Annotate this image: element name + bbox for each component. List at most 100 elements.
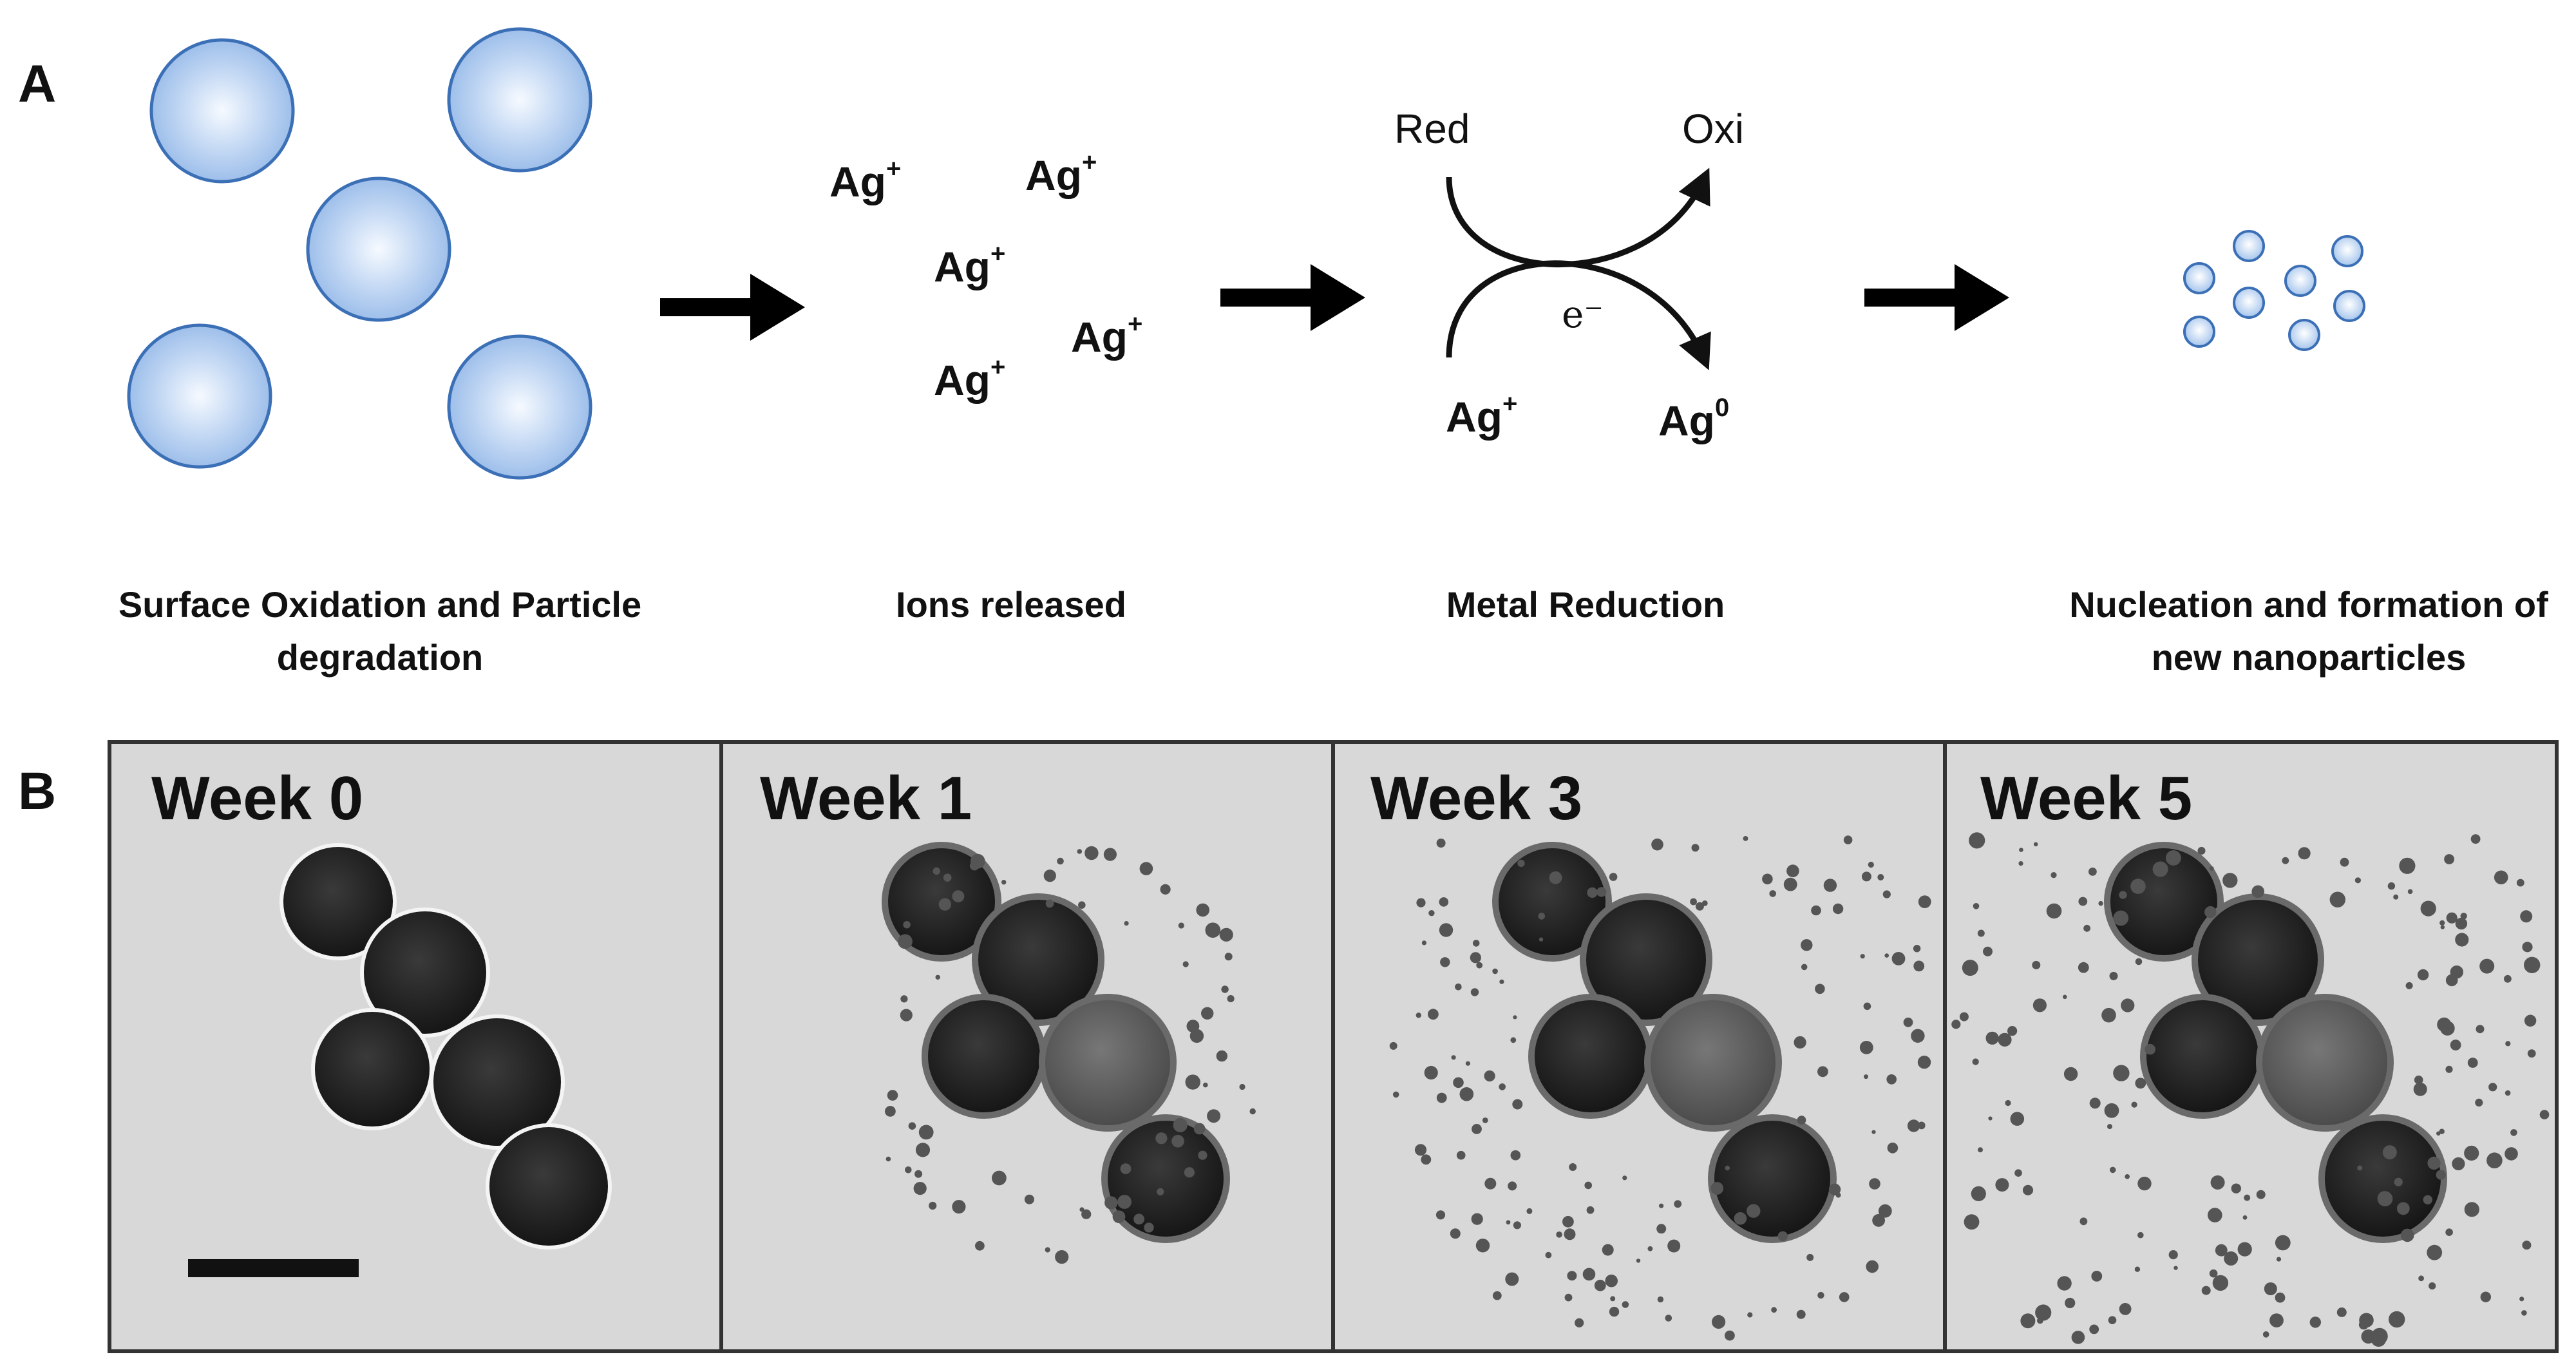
- nanoparticle-dot: [1476, 962, 1483, 969]
- nanoparticle-dot: [2032, 960, 2041, 969]
- nanoparticle-dot: [2427, 1156, 2441, 1170]
- nanoparticle-dot: [2269, 1313, 2284, 1327]
- nanoparticle-dot: [2050, 872, 2057, 879]
- nanoparticle-dot: [1079, 1207, 1084, 1212]
- caption-line: Ions released: [896, 584, 1126, 625]
- nanoparticle-dot: [1155, 1132, 1168, 1145]
- nanoparticle-dot: [2166, 850, 2181, 866]
- nanoparticle-dot: [1882, 890, 1891, 898]
- nanoparticle-dot: [1435, 1210, 1446, 1220]
- nanoparticle-dot: [1636, 1259, 1641, 1263]
- nanoparticle-dot: [2524, 956, 2541, 974]
- nanoparticle-dot: [2407, 889, 2413, 895]
- nanoparticle-dot: [2439, 920, 2445, 926]
- nanoparticle-dot: [1712, 1315, 1726, 1329]
- nanoparticle-dot: [1832, 903, 1844, 915]
- nanoparticle-dot: [1227, 995, 1235, 1003]
- sphere: [127, 323, 272, 469]
- nanoparticle-dot: [886, 1156, 891, 1162]
- nanoparticle-dot: [2522, 942, 2533, 953]
- nanoparticle-dot: [1609, 873, 1618, 881]
- nanoparticle-dot: [914, 1170, 923, 1178]
- nanoparticle-dot: [1622, 1301, 1629, 1308]
- nanoparticle-dot: [1221, 985, 1229, 993]
- nanoparticle-dot: [1104, 1196, 1118, 1210]
- nanoparticle-dot: [2089, 1324, 2099, 1335]
- nanoparticle-dot: [992, 1170, 1007, 1186]
- nanoparticle-dot: [943, 873, 952, 882]
- oxidized-label: Oxi: [1682, 106, 1744, 152]
- nanoparticle-dot: [2527, 1049, 2536, 1058]
- nanoparticle-dot: [1513, 1221, 1521, 1230]
- nanoparticle-dot: [1207, 1109, 1221, 1123]
- nanoparticle-dot: [2494, 870, 2508, 885]
- nanoparticle-dot: [1456, 1150, 1466, 1160]
- nanoparticle-dot: [2197, 846, 2206, 855]
- nanoparticle-dot: [2394, 1177, 2403, 1186]
- caption-line: Metal Reduction: [1446, 584, 1725, 625]
- nanoparticle-dot: [2209, 866, 2214, 871]
- nanoparticle-dot: [1205, 922, 1221, 938]
- nanoparticle-dot: [2057, 1276, 2072, 1291]
- nanoparticle-dot: [903, 921, 911, 929]
- nanoparticle-dot: [1117, 1195, 1132, 1209]
- nanoparticle-dot: [1428, 1009, 1439, 1020]
- nanoparticle-dot: [1414, 1144, 1427, 1156]
- nanoparticle-dot: [1171, 1135, 1184, 1148]
- nanoparticle-dot: [2088, 868, 2097, 876]
- week5-cluster: [1951, 832, 2550, 1347]
- nanoparticle-dot: [2079, 1217, 2088, 1226]
- nanoparticle-dot: [929, 1201, 937, 1210]
- nanoparticle-dot: [887, 1090, 898, 1101]
- nanoparticle-dot: [1198, 1150, 1208, 1160]
- nanoparticle-dot: [2505, 1090, 2511, 1096]
- nanoparticle-dot: [2488, 1083, 2497, 1092]
- nanoparticle-dot: [1899, 956, 1905, 962]
- nanoparticle-dot: [1416, 1012, 1421, 1018]
- nanoparticle-dot: [1843, 835, 1853, 844]
- nanoparticle-dot: [1201, 1007, 1214, 1020]
- nanoparticle-dot: [969, 861, 980, 871]
- ion-label: Ag+: [1071, 310, 1142, 361]
- nanoparticle-dot: [1499, 1083, 1506, 1090]
- nanoparticle-dot: [1239, 1083, 1245, 1090]
- nanoparticle-dot: [1185, 1074, 1200, 1090]
- nanoparticle-dot: [1602, 1244, 1614, 1256]
- nanoparticle-dot: [1182, 961, 1189, 967]
- nanoparticle-dot: [1440, 957, 1450, 967]
- nanoparticle-dot: [2137, 1231, 2144, 1239]
- nanoparticle-dot: [1186, 1020, 1200, 1033]
- nanoparticle-dot: [2450, 1040, 2461, 1050]
- nanoparticle-dot: [2329, 891, 2345, 908]
- nanoparticle-dot: [1823, 879, 1837, 892]
- tem-strip: Week 0 Week 1 Week 3 Week 5: [108, 740, 2559, 1353]
- nanoparticle-dot: [2251, 885, 2264, 898]
- nanoparticle: [2333, 290, 2365, 322]
- nanoparticle-dot: [1998, 1032, 2012, 1047]
- nanoparticle-dot: [2125, 1174, 2130, 1179]
- nanoparticle-dot: [1055, 1250, 1069, 1264]
- nanoparticle-dot: [2414, 1075, 2423, 1085]
- nanoparticle-dot: [1510, 1037, 1517, 1043]
- nanoparticle-dot: [1913, 960, 1925, 972]
- nanoparticle-dot: [2130, 879, 2146, 894]
- nanoparticle-dot: [1861, 871, 1871, 882]
- week1-cluster: [882, 842, 1256, 1264]
- nanoparticle-dot: [918, 1125, 934, 1140]
- nanoparticle-dot: [2539, 1110, 2550, 1119]
- electron-label: e⁻: [1562, 292, 1604, 336]
- nanoparticle-dot: [1983, 946, 1993, 956]
- nanoparticle-dot: [2078, 897, 2088, 906]
- nanoparticle-dot: [1839, 1292, 1850, 1302]
- nanoparticle-dot: [1690, 898, 1698, 906]
- ions-group: Ag+ Ag+ Ag+ Ag+ Ag+: [829, 148, 1142, 404]
- nanoparticle-dot: [1734, 1212, 1747, 1225]
- nanoparticle-dot: [1484, 1177, 1497, 1190]
- sphere: [306, 176, 451, 322]
- reduction-arrow: [1446, 260, 1711, 370]
- nanoparticle-dot: [1045, 1247, 1050, 1253]
- nanoparticle-dot: [2063, 994, 2067, 1000]
- nanoparticle: [2288, 319, 2320, 351]
- nanoparticle-dot: [2135, 1078, 2146, 1089]
- nanoparticle-dot: [2083, 924, 2091, 932]
